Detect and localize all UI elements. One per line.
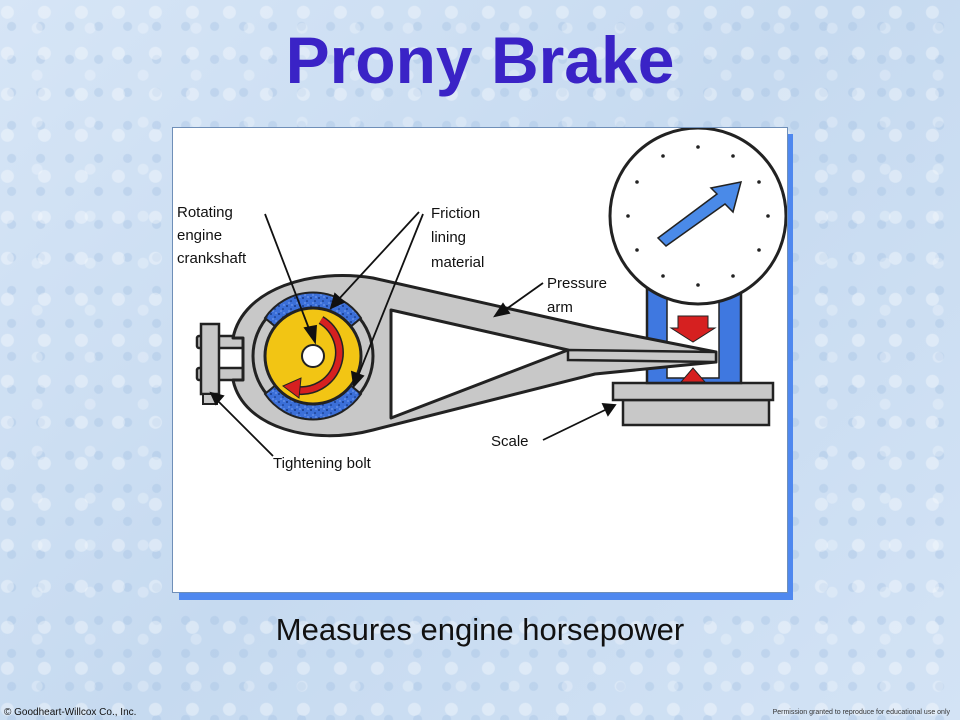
leader-lines xyxy=(209,211,617,457)
scale-dial xyxy=(608,128,787,306)
gauge-needle xyxy=(656,181,743,247)
label-pressure-arm-line2: arm xyxy=(547,299,573,316)
scale xyxy=(611,381,775,427)
permission-notice: Permission granted to reproduce for educ… xyxy=(772,709,950,716)
label-scale: Scale xyxy=(491,433,529,450)
label-friction-line2: lining xyxy=(431,229,466,246)
copyright-notice: © Goodheart-Willcox Co., Inc. xyxy=(4,707,137,718)
label-crankshaft-line1: Rotating xyxy=(177,204,233,221)
tightening-bolt xyxy=(195,322,257,405)
label-crankshaft-line3: crankshaft xyxy=(177,250,247,267)
crankshaft xyxy=(263,306,363,406)
diagram-caption: Measures engine horsepower xyxy=(275,612,685,647)
label-friction-line1: Friction xyxy=(431,205,480,222)
up-arrow-icon xyxy=(679,367,707,383)
label-friction-line3: material xyxy=(431,254,484,271)
diagram-panel: Rotating engine crankshaft Friction lini… xyxy=(172,127,788,593)
rotation-arrow-icon xyxy=(294,317,343,394)
label-pressure-arm-line1: Pressure xyxy=(547,275,607,292)
prony-brake-diagram: Rotating engine crankshaft Friction lini… xyxy=(177,128,787,472)
label-tightening-bolt: Tightening bolt xyxy=(273,455,372,472)
label-crankshaft-line2: engine xyxy=(177,227,222,244)
page-title: Prony Brake xyxy=(285,23,675,97)
down-arrow-icon xyxy=(669,315,717,343)
